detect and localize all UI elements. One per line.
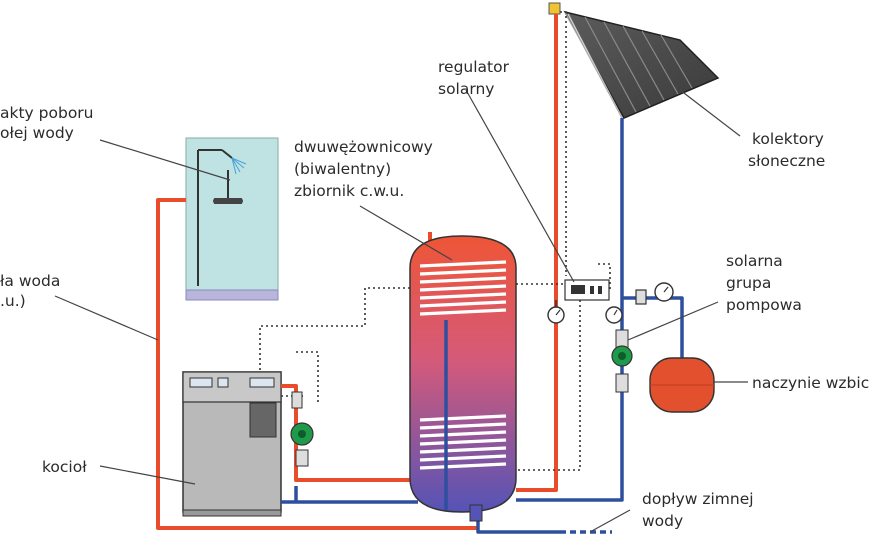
svg-text:naczynie wzbic: naczynie wzbic (752, 374, 869, 392)
label-collectors: kolektory słoneczne (748, 130, 825, 170)
svg-text:grupa: grupa (726, 274, 771, 292)
upper-coil (419, 260, 507, 316)
label-regulator: regulator solarny (438, 58, 510, 98)
solar-thermometer-icon (605, 306, 623, 324)
svg-text:ołej wody: ołej wody (0, 124, 74, 142)
svg-text:regulator: regulator (438, 58, 510, 76)
svg-text:akty poboru: akty poboru (0, 104, 94, 122)
safety-valve-icon (635, 289, 647, 305)
label-tap-points: akty poboru ołej wody (0, 104, 94, 142)
solar-pump-group (611, 329, 633, 393)
label-pump-group: solarna grupa pompowa (726, 252, 802, 314)
boiler (182, 371, 282, 517)
boiler-pump-group (290, 391, 314, 467)
cold-water-inlet-pipe (476, 520, 560, 534)
label-boiler: kocioł (42, 458, 87, 476)
svg-text:(biwalentny): (biwalentny) (294, 160, 391, 178)
svg-text:dwuwężownicowy: dwuwężownicowy (294, 138, 433, 156)
label-cold-water: dopływ zimnej wody (642, 490, 754, 530)
label-hot-water: ła woda .u.) (0, 272, 60, 310)
shower-head-icon (231, 157, 247, 175)
sensor-wire-collector (560, 11, 567, 250)
dual-coil-tank (409, 235, 517, 522)
svg-text:kocioł: kocioł (42, 458, 87, 476)
shower-cabin (185, 137, 279, 301)
svg-text:zbiornik c.w.u.: zbiornik c.w.u. (294, 182, 404, 200)
solar-hot-pipe (516, 14, 558, 492)
collector-temperature-sensor (548, 2, 561, 15)
pressure-gauge-icon (654, 282, 674, 302)
svg-text:słoneczne: słoneczne (748, 152, 825, 170)
solar-collectors (563, 10, 720, 119)
sensor-wire-tank-upper (259, 287, 410, 372)
tank-thermometer-icon (547, 300, 565, 324)
svg-text:wody: wody (642, 512, 683, 530)
solar-regulator (564, 279, 610, 301)
hot-water-supply-pipe (156, 198, 478, 530)
svg-text:.u.): .u.) (0, 292, 26, 310)
svg-text:solarna: solarna (726, 252, 783, 270)
svg-text:pompowa: pompowa (726, 296, 802, 314)
label-expansion-vessel: naczynie wzbic (752, 374, 869, 392)
svg-text:solarny: solarny (438, 80, 494, 98)
sensor-wire-tank (516, 283, 581, 471)
expansion-vessel (649, 357, 715, 413)
svg-text:ła woda: ła woda (0, 272, 60, 290)
lower-coil (419, 414, 507, 470)
solar-return-pipe (516, 118, 624, 502)
svg-text:dopływ zimnej: dopływ zimnej (642, 490, 754, 508)
label-tank: dwuwężownicowy (biwalentny) zbiornik c.w… (294, 138, 433, 200)
svg-text:kolektory: kolektory (752, 130, 824, 148)
